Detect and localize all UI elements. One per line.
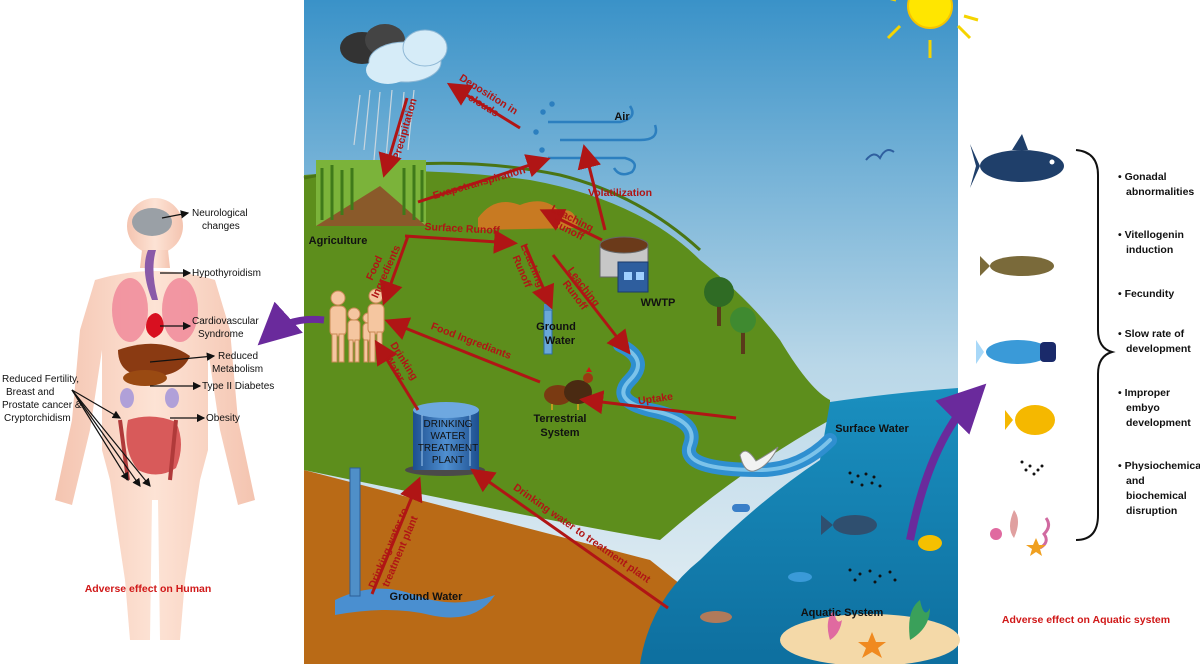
- ground-water-wave: [335, 588, 495, 618]
- fertility-label-4: Cryptorchidism: [4, 413, 71, 424]
- vitellogenin-label: • Vitellogenin: [1118, 229, 1184, 241]
- flow-arrows: [370, 82, 737, 610]
- tuna-icon: [970, 134, 1064, 188]
- trout-icon: [980, 256, 1054, 276]
- food-ingredients-arrow-1: [379, 235, 410, 306]
- tree-icon: [704, 277, 756, 354]
- air-wind-icon: [533, 101, 658, 176]
- aquatic-organisms: [970, 134, 1064, 556]
- gonadal-label-2: abnormalities: [1126, 186, 1194, 198]
- ground-water-label-2: Water: [545, 335, 576, 347]
- surface-runoff-arrow: [404, 229, 518, 254]
- agriculture-field-icon: [316, 160, 426, 226]
- wwtp-label: WWTP: [641, 297, 676, 309]
- wwtp-icon: [599, 236, 649, 293]
- fertility-label-3: Prostate cancer &: [2, 400, 82, 411]
- dw-to-plant-arrow-1: [470, 468, 669, 610]
- terrestrial-label: Terrestrial: [534, 413, 587, 425]
- sea-fish-icon: [700, 515, 942, 623]
- human-effect-pointers: [71, 210, 216, 487]
- neurological-label-2: changes: [202, 221, 240, 232]
- ground-water-label: Ground: [536, 321, 576, 333]
- precipitation-arrow: [378, 97, 409, 178]
- leaching-runoff-arrow-a: [539, 209, 603, 242]
- bird-icon: [865, 149, 895, 161]
- neurological-label: Neurological: [192, 208, 248, 219]
- hypothyroidism-label: Hypothyroidism: [192, 268, 261, 279]
- purple-arrow-to-aquatic: [906, 383, 987, 541]
- aquatic-effect-bracket: [1075, 149, 1116, 541]
- improper-label-3: development: [1126, 417, 1191, 429]
- fecundity-label: • Fecundity: [1118, 288, 1174, 300]
- evapotranspiration-arrow: [417, 154, 551, 204]
- coral-icon: [827, 600, 930, 658]
- volatilization-arrow: [577, 144, 607, 231]
- improper-label-2: embyo: [1126, 402, 1160, 414]
- deposition-arrow: [446, 82, 521, 130]
- volatilization-label: Volatilization: [588, 187, 652, 199]
- human-effects: Neurological changes Hypothyroidism Card…: [2, 208, 274, 424]
- sun-icon: [886, 0, 979, 58]
- leaching-runoff-arrow-b: [523, 244, 555, 310]
- yellow-fish-icon: [1005, 405, 1055, 435]
- uptake-arrow: [579, 390, 737, 420]
- slow-rate-label-2: development: [1126, 343, 1191, 355]
- dwtp-label-4: PLANT: [432, 455, 464, 466]
- dwtp-label-2: WATER: [431, 431, 466, 442]
- aquatic-system-label: Aquatic System: [801, 607, 884, 619]
- physio-label-3: biochemical: [1126, 490, 1187, 502]
- dwtp-label: DRINKING: [424, 419, 473, 430]
- pipe-icon: [349, 467, 361, 597]
- scene-labels: Air Agriculture WWTP Ground Water Terres…: [309, 111, 910, 619]
- seagull-icon: [732, 446, 779, 512]
- aquatic-caption: Adverse effect on Aquatic system: [1002, 614, 1170, 626]
- cardiovascular-label-2: Syndrome: [198, 329, 244, 340]
- dw-to-plant-arrow-2: [370, 476, 423, 595]
- food-ingredients-arrow-2: [384, 317, 541, 384]
- dwtp-label-3: TREATMENT: [418, 443, 478, 454]
- drinking-water-arrow: [374, 339, 420, 411]
- rain-icon: [353, 89, 415, 161]
- surface-water-label: Surface Water: [835, 423, 909, 435]
- ground-water-bottom-label: Ground Water: [390, 591, 464, 603]
- physio-label-2: and: [1126, 475, 1145, 487]
- uptake-label: Uptake: [637, 391, 674, 408]
- obesity-label: Obesity: [206, 413, 240, 424]
- fertility-label: Reduced Fertility,: [2, 374, 79, 385]
- aquatic-effects: • Gonadal abnormalities • Vitellogenin i…: [1118, 171, 1200, 517]
- physio-label-4: disruption: [1126, 505, 1177, 517]
- cloud-icon: [340, 24, 448, 84]
- terrestrial-label-2: System: [540, 427, 579, 439]
- purple-arrow-to-human: [257, 301, 325, 346]
- agriculture-label: Agriculture: [309, 235, 368, 247]
- surface-runoff-label: Surface Runoff: [424, 221, 500, 237]
- fish-egg-icon: [1020, 460, 1044, 476]
- physio-label: • Physiochemical: [1118, 460, 1200, 472]
- fish-egg-dots-icon: [848, 471, 897, 584]
- reduced-metabolism-label: Reduced: [218, 351, 258, 362]
- air-label: Air: [614, 111, 630, 123]
- drinking-water-tank-icon: [405, 402, 485, 476]
- diabetes-label: Type II Diabetes: [202, 381, 274, 392]
- fertility-label-2: Breast and: [6, 387, 54, 398]
- improper-label: • Improper: [1118, 387, 1170, 399]
- leaching-runoff-arrow-c: [551, 254, 631, 355]
- reduced-metabolism-label-2: Metabolism: [212, 364, 263, 375]
- cardiovascular-label: Cardiovascular: [192, 316, 259, 327]
- slow-rate-label: • Slow rate of: [1118, 328, 1185, 340]
- vitellogenin-label-2: induction: [1126, 244, 1173, 256]
- gonadal-label: • Gonadal: [1118, 171, 1167, 183]
- human-caption: Adverse effect on Human: [85, 583, 212, 595]
- blue-fish-icon: [976, 340, 1056, 364]
- sea: [640, 388, 958, 664]
- marine-invertebrates-icon: [990, 510, 1051, 556]
